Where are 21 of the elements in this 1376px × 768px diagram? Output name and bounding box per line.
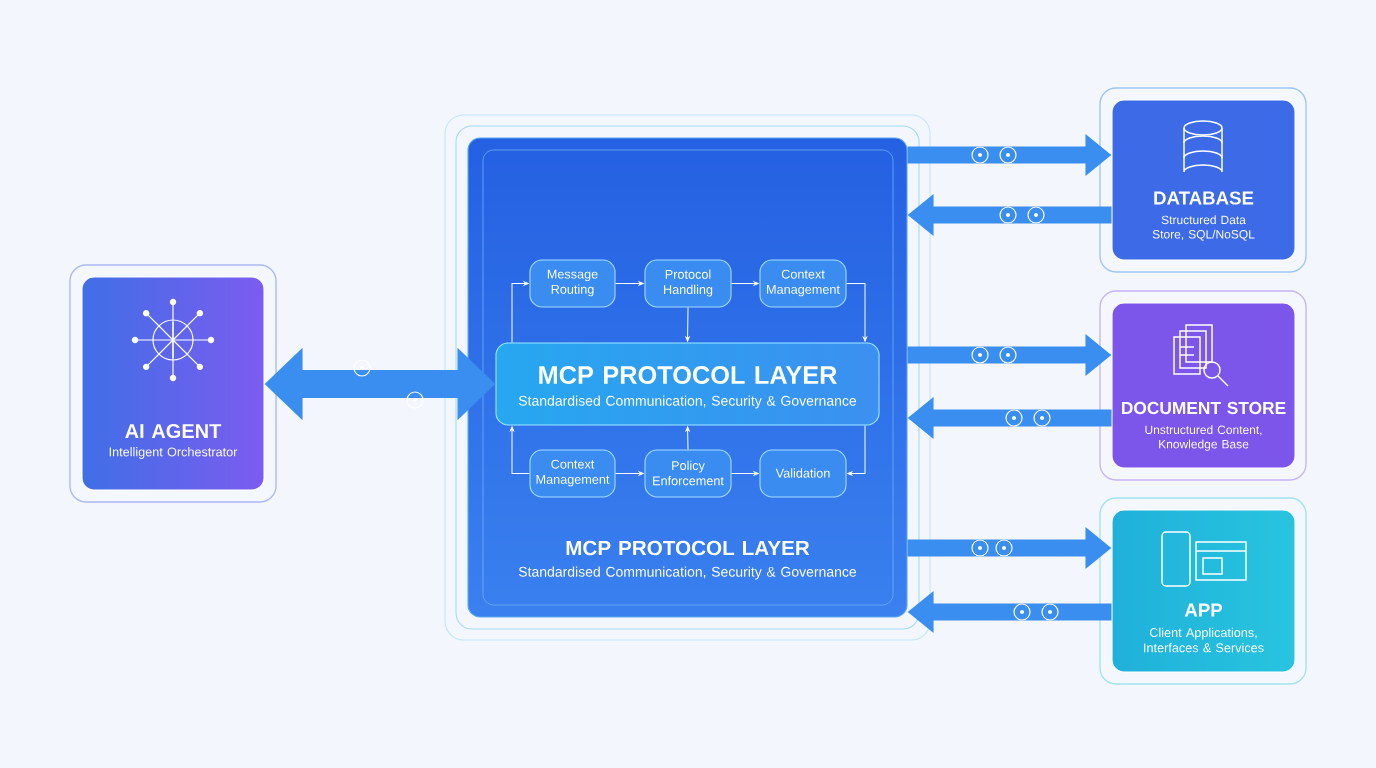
app-card: APP Client Applications, Interfaces & Services [1111,509,1296,673]
process-box: Policy Enforcement [644,449,732,498]
arrow [511,281,529,343]
process-box: Context Management [529,449,616,498]
agent-card: AI AGENT Intelligent Orchestrator [81,276,265,491]
arrow [847,425,866,476]
process-box: Message Routing [529,259,616,308]
arrow [846,283,868,342]
process-box: Validation [759,449,847,498]
process-box: Protocol Handling [644,259,732,308]
arrow [731,471,759,476]
database-card: DATABASE Structured Data Store, SQL/NoSQL [1111,99,1296,261]
document-store-card: DOCUMENT STORE Unstructured Content, Knowledge Base [1111,302,1296,469]
arrow [685,426,690,450]
arrow [615,281,644,286]
arrow [615,471,644,476]
process-box: Context Management [759,259,847,308]
arrow [685,307,690,342]
arrow [510,426,530,474]
protocol-band: MCP PROTOCOL LAYER Standardised Communication, Security & Governance [495,342,880,426]
arrow [731,281,759,286]
